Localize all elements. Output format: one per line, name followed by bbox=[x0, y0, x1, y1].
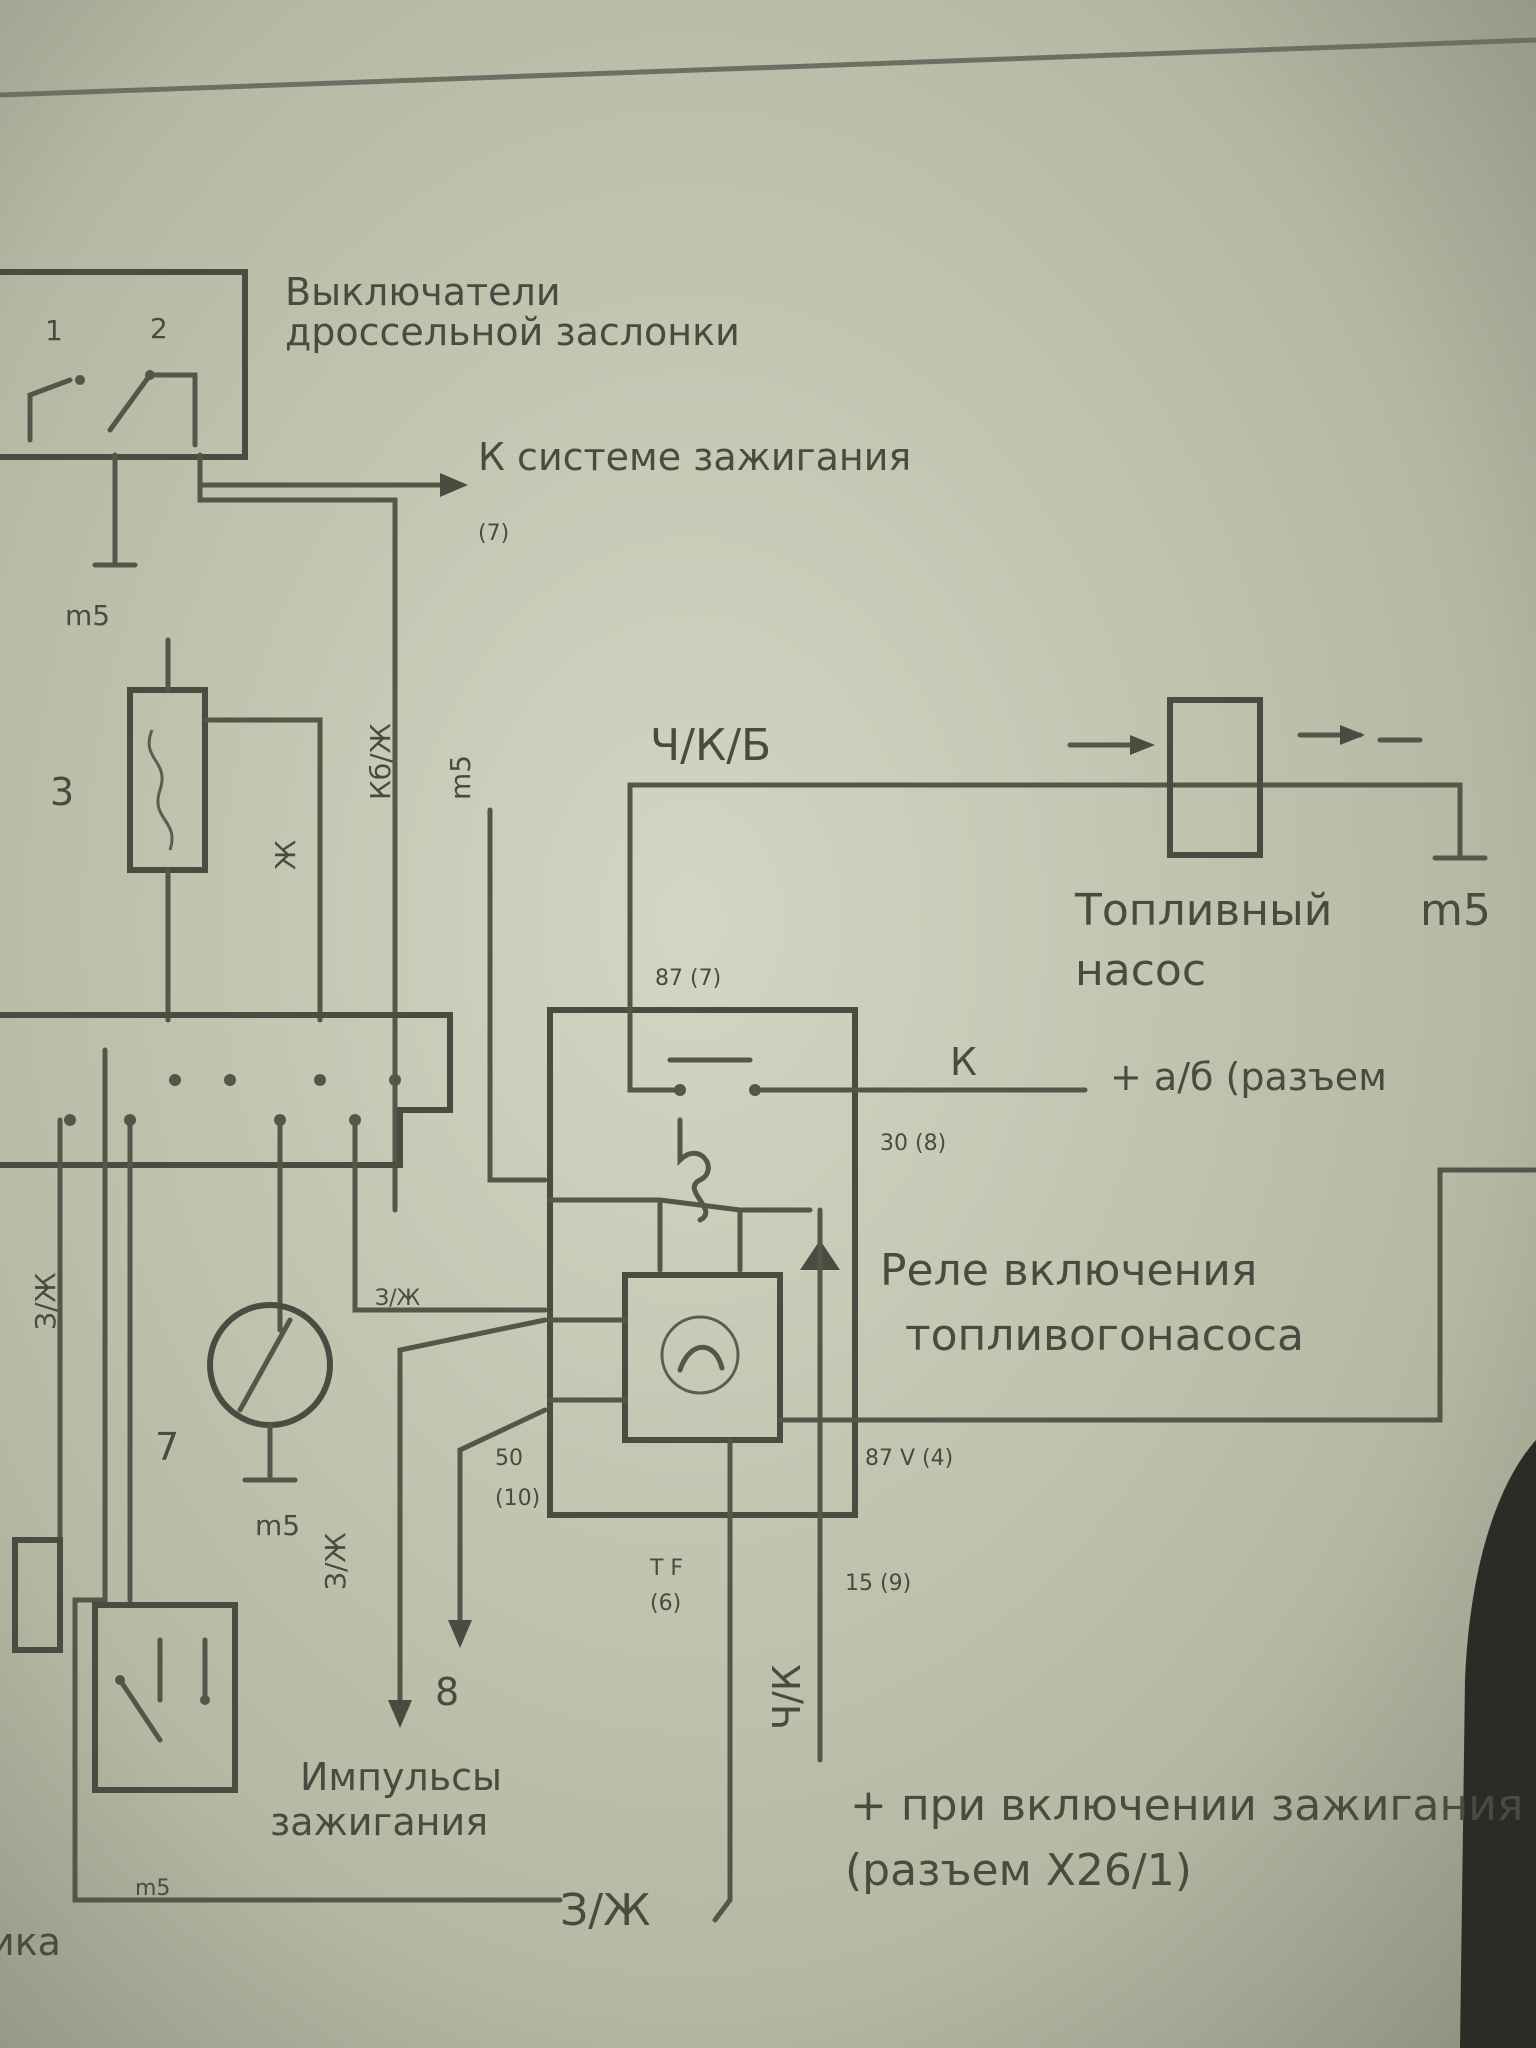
wire-ch-k-b-label: Ч/К/Б bbox=[650, 720, 771, 771]
arrow-to-ignition-icon bbox=[440, 473, 468, 497]
wire-ch-k-label: Ч/К bbox=[765, 1664, 809, 1730]
wire-kg-zh-label: Кб/Ж bbox=[364, 723, 397, 800]
m5-label-b: m5 bbox=[444, 755, 477, 800]
relay-pin-15: 15 (9) bbox=[845, 1571, 911, 1596]
item-3-component bbox=[127, 637, 323, 1023]
impulses-title-line1: Импульсы bbox=[300, 1755, 502, 1799]
impulses-title-line2: зажигания bbox=[270, 1800, 488, 1844]
wire-left-2 bbox=[72, 1047, 563, 1903]
pin-1-label: 1 bbox=[45, 314, 63, 347]
fuel-pump-relay bbox=[547, 1007, 858, 1523]
item-8-label: 8 bbox=[435, 1670, 459, 1714]
main-connector bbox=[0, 1012, 453, 1168]
relay-pin-10: (10) bbox=[495, 1486, 540, 1511]
throttle-switch: 1 2 bbox=[0, 269, 248, 568]
to-ignition-label: К системе зажигания bbox=[478, 435, 911, 479]
wire-impulses bbox=[397, 1317, 548, 1703]
relay-pin-87: 87 (7) bbox=[655, 966, 721, 991]
wire-z-zh-relay bbox=[352, 1117, 548, 1313]
relay-pin-30: 30 (8) bbox=[880, 1131, 946, 1156]
to-ignition-ref: (7) bbox=[478, 521, 509, 546]
plus-ignition-line1: + при включении зажигания bbox=[850, 1780, 1523, 1831]
relay-pin-tf-num: (6) bbox=[650, 1591, 681, 1616]
item-7-sensor bbox=[207, 1302, 333, 1483]
bottom-switch-block bbox=[92, 1602, 238, 1793]
m5-label-d: m5 bbox=[135, 1876, 170, 1901]
wire-zh-label: Ж bbox=[269, 840, 302, 870]
relay-pin-50: 50 bbox=[495, 1446, 523, 1471]
wire-item8 bbox=[457, 1407, 548, 1623]
pin-2-label: 2 bbox=[150, 312, 168, 345]
item-3-label: 3 bbox=[50, 770, 74, 814]
relay-pin-tf: T F bbox=[649, 1556, 683, 1581]
fuel-pump-title-line2: насос bbox=[1075, 945, 1206, 996]
throttle-switch-title-line1: Выключатели bbox=[285, 270, 561, 314]
wire-z-zh-label-4: З/Ж bbox=[560, 1885, 650, 1936]
finger-shadow bbox=[1460, 1440, 1536, 2048]
arrow-item8-icon bbox=[448, 1620, 472, 1648]
wire-tf bbox=[712, 1517, 733, 1923]
fuel-pump-title-line1: Топливный bbox=[1074, 885, 1332, 936]
wire-k-label: К bbox=[950, 1040, 977, 1084]
plus-ignition-line2: (разъем X26/1) bbox=[845, 1845, 1192, 1896]
page-top-border bbox=[0, 37, 1536, 98]
left-resistor bbox=[12, 1537, 63, 1653]
arrow-impulses-icon bbox=[388, 1700, 412, 1728]
wire-z-zh-label-1: З/Ж bbox=[29, 1272, 62, 1330]
wire-z-zh-label-3: З/Ж bbox=[319, 1532, 352, 1590]
m5-label-c: m5 bbox=[255, 1509, 300, 1542]
item-7-label: 7 bbox=[155, 1425, 179, 1469]
fuel-pump bbox=[1067, 697, 1423, 858]
wire-ch-k-b bbox=[627, 782, 1463, 1013]
relay-title-line2: топливогонасоса bbox=[905, 1310, 1304, 1361]
throttle-switch-title-line2: дроссельной заслонки bbox=[285, 310, 740, 354]
plus-battery-label: + a/б (разъем bbox=[1110, 1055, 1387, 1099]
fuel-pump-m5: m5 bbox=[1420, 885, 1491, 936]
wire-m5-relay bbox=[487, 807, 548, 1183]
wire-kg-zh bbox=[197, 452, 398, 1213]
relay-pin-87v: 87 V (4) bbox=[865, 1446, 953, 1471]
m5-label-a: m5 bbox=[65, 599, 110, 632]
wire-z-zh-label-2: З/Ж bbox=[375, 1286, 421, 1311]
side-text-fragment: ика bbox=[0, 1920, 61, 1964]
relay-title-line1: Реле включения bbox=[880, 1245, 1257, 1296]
wire-87v-right bbox=[852, 1167, 1536, 1423]
